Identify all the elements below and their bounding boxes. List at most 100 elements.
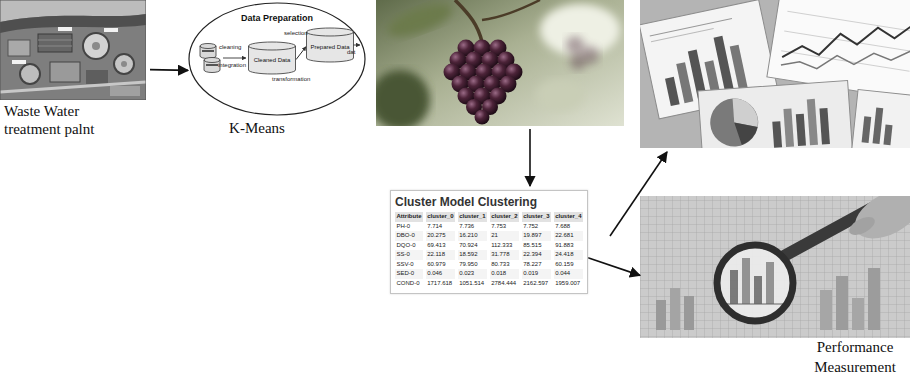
table-cell: 7.736 (458, 222, 487, 232)
charts-photo-part (852, 90, 910, 148)
table-cell: 60.159 (554, 260, 583, 270)
charts-photo-part (698, 80, 853, 148)
process-label-holder: dat (347, 49, 355, 56)
flow-connector (296, 47, 306, 60)
plant-photo-part (0, 14, 146, 33)
table-cell: 7.688 (554, 222, 583, 232)
table-grid: Attributecluster_0cluster_1cluster_2clus… (395, 212, 583, 288)
table-cell: 0.023 (458, 269, 487, 279)
charts-photo-part-part (782, 4, 910, 77)
plant-photo-part (12, 60, 26, 64)
charts-photo-part-part (781, 31, 910, 84)
magnifier-photo-part-part (730, 270, 738, 304)
charts-photo-part-part (651, 29, 714, 42)
table-cell: 21 (490, 231, 519, 241)
process-label: dat (347, 49, 355, 56)
ellipse-heading-holder: Data Preparation (188, 13, 366, 24)
magnifier-photo-part (820, 290, 832, 330)
process-label-holder: selection (284, 30, 308, 37)
plant-photo-part (38, 40, 72, 41)
table-cell: 18.592 (458, 250, 487, 260)
process-label: integration (218, 62, 246, 69)
table-cell: SED-0 (395, 269, 423, 279)
magnifier-photo-part (640, 196, 910, 338)
table-cell: 69.413 (426, 241, 455, 251)
charts-photo-part-part (852, 90, 910, 148)
charts-photo (640, 0, 910, 148)
plant-photo-part (0, 0, 146, 100)
flow-arrow (529, 129, 531, 186)
table-cell: 2162.597 (522, 279, 551, 289)
grapes-photo-part (444, 40, 523, 125)
table-cell: 0.018 (490, 269, 519, 279)
kmeans-caption: K-Means (168, 119, 346, 137)
data-cylinder: Prepared Data (306, 28, 354, 62)
ellipse-shape (189, 3, 365, 115)
kmeans-caption-holder: K-Means (168, 119, 346, 137)
table-header-cell: cluster_2 (490, 212, 519, 222)
data-source-icons (200, 44, 220, 73)
table-cell: 7.752 (522, 222, 551, 232)
magnifier-photo-part (846, 213, 877, 239)
table-header-cell: cluster_4 (554, 212, 583, 222)
data-preparation-ellipse: Data PreparationK-MeansCleaned DataPrepa… (188, 2, 366, 116)
table-title: Cluster Model Clustering (395, 195, 583, 209)
table-cell: 24.418 (554, 250, 583, 260)
process-label: selection (284, 30, 308, 37)
magnifier-photo-part (717, 245, 793, 321)
plant-photo-part (38, 46, 72, 47)
process-label: transformation (272, 76, 310, 83)
cylinder-rim (307, 32, 354, 36)
table-cell: 22.118 (426, 250, 455, 260)
cylinder-body (307, 28, 354, 62)
process-label-holder: transformation (272, 76, 310, 83)
charts-photo-part-part (862, 116, 872, 143)
table-cell: 70.924 (458, 241, 487, 251)
charts-photo-part-part (784, 31, 910, 51)
charts-photo-part-part (819, 108, 829, 144)
charts-photo-part-part (709, 97, 760, 148)
grapes-photo-part-part (475, 110, 490, 125)
charts-photo-part-part (787, 11, 910, 31)
process-label: cleaning (219, 44, 241, 51)
charts-photo-part-part (772, 121, 782, 147)
magnifier-photo-part-part (754, 276, 762, 304)
charts-photo-part-part (781, 51, 909, 71)
magnifier-photo-part (640, 196, 910, 338)
plant-photo-node: Waste Water treatment palnt (0, 0, 150, 145)
performance-caption-holder: Performance Measurement (795, 338, 912, 377)
grapes-photo-part (455, 0, 482, 42)
data-source-icons-part (200, 44, 216, 59)
table-header-cell: cluster_1 (458, 212, 487, 222)
grapes-photo (376, 0, 624, 126)
table-cell: 80.733 (490, 260, 519, 270)
plant-photo-part (104, 28, 118, 32)
table-cell: 0.046 (426, 269, 455, 279)
table-cell: 31.778 (490, 250, 519, 260)
magnifier-photo-part (836, 276, 848, 330)
magnifier-photo-part-part (766, 262, 774, 304)
charts-photo-part-part (873, 108, 884, 145)
magnifier-photo-part-part (726, 304, 784, 305)
table-cell: 19.897 (522, 231, 551, 241)
grapes-photo-part (566, 36, 599, 70)
table-cell: 7.714 (426, 222, 455, 232)
table-cell: 60.979 (426, 260, 455, 270)
cluster-table: Cluster Model ClusteringAttributecluster… (390, 190, 588, 294)
magnifier-photo-part (852, 298, 864, 330)
plant-photo-part (58, 27, 72, 31)
magnifier-photo-part-part (742, 258, 750, 304)
table-header-cell: cluster_3 (522, 212, 551, 222)
magnifier-photo-part (726, 258, 784, 304)
process-label-holder: cleaning (219, 44, 241, 51)
grapes-photo-part (540, 4, 620, 56)
table-cell: 0.044 (554, 269, 583, 279)
cylinder-label: Prepared Data (306, 44, 354, 51)
cylinder-label-holder: Prepared Data (306, 44, 354, 51)
magnifier-photo-part (847, 196, 910, 249)
table-cell: 22.394 (522, 250, 551, 260)
ellipse-heading: Data Preparation (188, 13, 366, 24)
plant-photo-part (83, 33, 109, 59)
grapes-photo-part-part (570, 54, 586, 70)
